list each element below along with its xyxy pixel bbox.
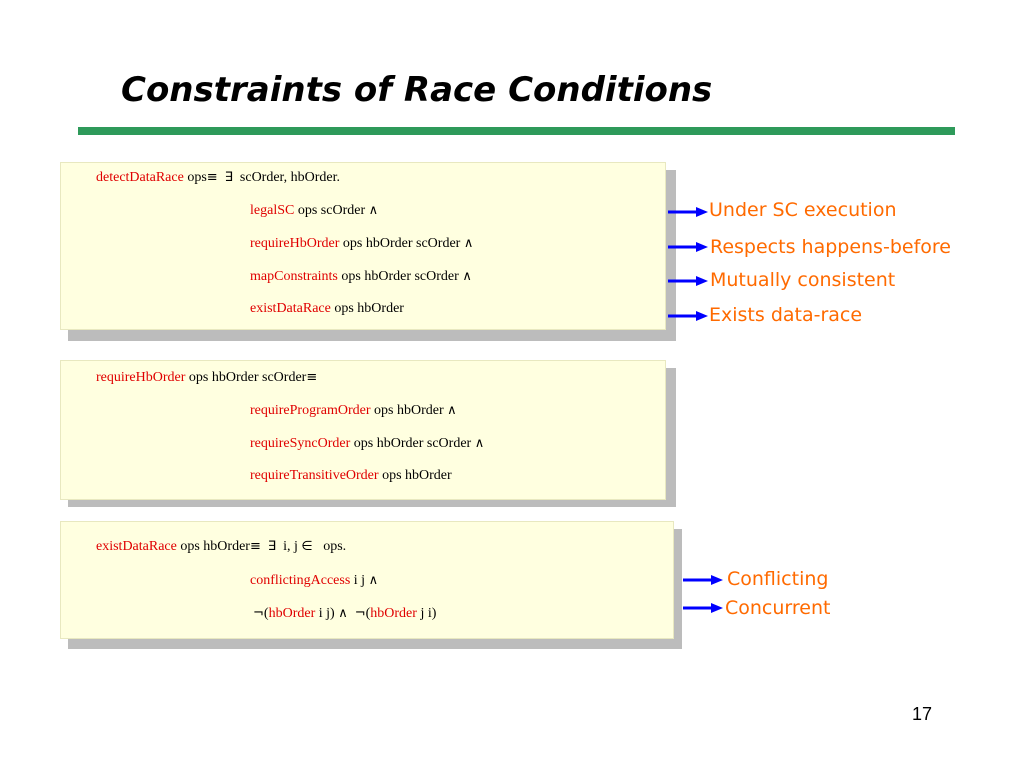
arrow-right-icon (683, 603, 723, 613)
keyword: requireHbOrder (250, 236, 340, 251)
box1-line1: detectDataRace ops≡ ∃ scOrder, hbOrder. (96, 170, 341, 185)
and-symbol: ∧ (447, 403, 457, 418)
and-symbol: ∧ (368, 203, 379, 218)
arrow-right-icon (668, 276, 708, 286)
constraint-box-detect: detectDataRace ops≡ ∃ scOrder, hbOrder. … (60, 162, 666, 330)
note-respects-happens-before: Respects happens-before (710, 236, 951, 258)
box1-line4: mapConstraints ops hbOrder scOrder ∧ (250, 269, 472, 284)
keyword: existDataRace (250, 301, 331, 316)
box2-line2: requireProgramOrder ops hbOrder ∧ (250, 403, 457, 418)
box3-line2: conflictingAccess i j ∧ (250, 573, 379, 588)
box3-line3: ¬(hbOrder i j) ∧ ¬(hbOrder j i) (253, 606, 437, 621)
equiv-symbol: ≡ (249, 539, 261, 554)
note-conflicting: Conflicting (727, 568, 829, 590)
box1-line2: legalSC ops scOrder ∧ (250, 203, 379, 218)
note-under-sc-execution: Under SC execution (709, 199, 897, 221)
element-of-symbol: ∈ (301, 539, 313, 554)
title-underline (78, 127, 955, 135)
equiv-symbol: ≡ (206, 170, 218, 185)
keyword: conflictingAccess (250, 573, 351, 588)
arrow-right-icon (668, 242, 708, 252)
arrow-right-icon (683, 575, 723, 585)
keyword: mapConstraints (250, 269, 338, 284)
slide-title: Constraints of Race Conditions (121, 70, 713, 110)
arrow-right-icon (668, 207, 708, 217)
not-symbol: ¬ (354, 606, 366, 621)
constraint-box-existrace: existDataRace ops hbOrder≡ ∃ i, j ∈ ops.… (60, 521, 674, 639)
page-number: 17 (912, 704, 933, 724)
box2-line4: requireTransitiveOrder ops hbOrder (250, 468, 452, 483)
keyword: detectDataRace (96, 170, 184, 185)
and-symbol: ∧ (368, 573, 379, 588)
keyword: requireSyncOrder (250, 436, 351, 451)
keyword: legalSC (250, 203, 295, 218)
keyword: hbOrder (370, 606, 417, 621)
box2-line1: requireHbOrder ops hbOrder scOrder≡ (96, 370, 318, 385)
constraint-box-hborder: requireHbOrder ops hbOrder scOrder≡ requ… (60, 360, 666, 500)
keyword: existDataRace (96, 539, 177, 554)
and-symbol: ∧ (463, 236, 474, 251)
keyword: requireTransitiveOrder (250, 468, 379, 483)
equiv-symbol: ≡ (306, 370, 318, 385)
exists-symbol: ∃ (224, 170, 233, 185)
arrow-right-icon (668, 311, 708, 321)
note-exists-data-race: Exists data-race (709, 304, 863, 326)
box2-line3: requireSyncOrder ops hbOrder scOrder ∧ (250, 436, 485, 451)
and-symbol: ∧ (474, 436, 485, 451)
keyword: requireHbOrder (96, 370, 186, 385)
note-concurrent: Concurrent (725, 597, 831, 619)
and-symbol: ∧ (338, 606, 348, 621)
exists-symbol: ∃ (267, 539, 277, 554)
keyword: requireProgramOrder (250, 403, 371, 418)
keyword: hbOrder (268, 606, 316, 621)
box3-line1: existDataRace ops hbOrder≡ ∃ i, j ∈ ops. (96, 539, 347, 554)
and-symbol: ∧ (462, 269, 472, 284)
not-symbol: ¬ (253, 606, 264, 621)
box1-line3: requireHbOrder ops hbOrder scOrder ∧ (250, 236, 474, 251)
box1-line5: existDataRace ops hbOrder (250, 301, 404, 316)
note-mutually-consistent: Mutually consistent (710, 269, 896, 291)
